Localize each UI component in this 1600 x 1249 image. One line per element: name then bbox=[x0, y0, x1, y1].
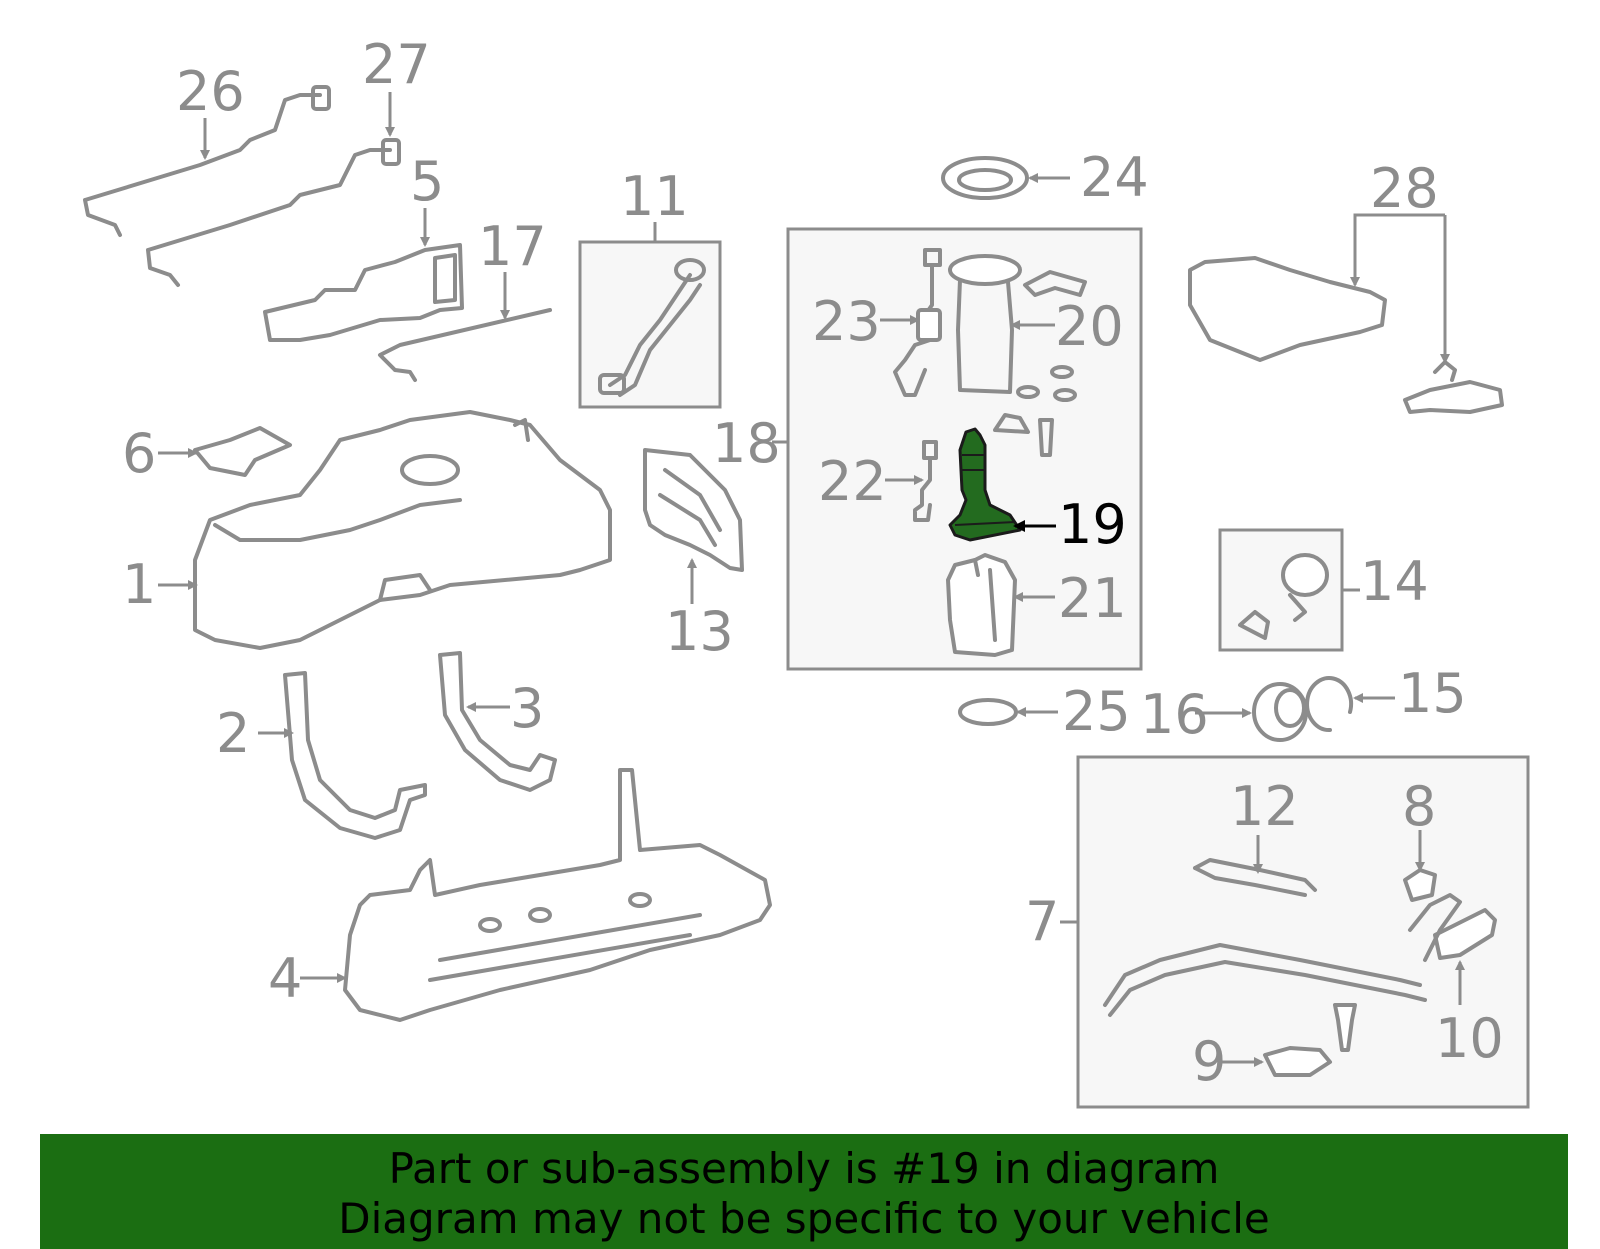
part-6-bracket bbox=[193, 426, 292, 477]
callout-3: 3 bbox=[510, 677, 544, 740]
callout-8: 8 bbox=[1402, 775, 1436, 838]
group-box-11 bbox=[578, 240, 722, 409]
callout-15: 15 bbox=[1398, 662, 1467, 725]
parts-diagram: 26 27 5 17 11 6 1 2 3 4 13 18 24 23 20 2… bbox=[83, 33, 1530, 1109]
callout-20: 20 bbox=[1055, 295, 1124, 358]
callout-12: 12 bbox=[1230, 775, 1299, 838]
callout-27: 27 bbox=[362, 33, 431, 96]
callout-14: 14 bbox=[1360, 550, 1429, 613]
callout-6: 6 bbox=[122, 422, 156, 485]
callout-18: 18 bbox=[712, 412, 781, 475]
group-box-14 bbox=[1218, 528, 1344, 652]
callout-5: 5 bbox=[410, 150, 444, 213]
part-13-shield bbox=[643, 448, 744, 572]
callout-10: 10 bbox=[1435, 1007, 1504, 1070]
callout-13: 13 bbox=[665, 600, 734, 663]
callout-24: 24 bbox=[1080, 146, 1149, 209]
callout-23: 23 bbox=[812, 290, 881, 353]
info-banner: Part or sub-assembly is #19 in diagram D… bbox=[40, 1134, 1568, 1249]
part-28-shield bbox=[1188, 256, 1387, 362]
part-3-strap bbox=[438, 651, 557, 792]
part-20-pump-assembly bbox=[948, 254, 1022, 286]
callout-28: 28 bbox=[1370, 157, 1439, 220]
callout-1: 1 bbox=[122, 553, 156, 616]
banner-line-2: Diagram may not be specific to your vehi… bbox=[338, 1194, 1270, 1243]
part-19-fuel-pump bbox=[948, 427, 1022, 542]
part-27-fuel-line bbox=[146, 148, 392, 287]
part-5-heat-shield bbox=[263, 243, 464, 342]
part-22-harness bbox=[913, 440, 938, 522]
callout-21: 21 bbox=[1058, 567, 1127, 630]
part-7-filler-pipe bbox=[1103, 943, 1427, 1017]
part-28-bracket bbox=[1403, 380, 1504, 414]
callout-11: 11 bbox=[620, 165, 689, 228]
callout-17: 17 bbox=[478, 215, 547, 278]
banner-line-1: Part or sub-assembly is #19 in diagram bbox=[388, 1144, 1220, 1193]
part-10-bracket bbox=[1433, 908, 1497, 960]
part-9-bracket bbox=[1263, 1046, 1332, 1077]
part-15-clip bbox=[1305, 676, 1354, 733]
part-26-fuel-line bbox=[83, 93, 322, 237]
callout-22: 22 bbox=[818, 450, 887, 513]
part-2-strap bbox=[283, 671, 427, 840]
callout-16: 16 bbox=[1140, 683, 1209, 746]
part-17-hose bbox=[378, 308, 552, 382]
callout-9: 9 bbox=[1192, 1030, 1226, 1093]
part-14-cap bbox=[1281, 553, 1329, 597]
part-24-lock-ring bbox=[941, 156, 1029, 200]
callout-19: 19 bbox=[1058, 493, 1127, 556]
part-1-fuel-tank bbox=[193, 410, 612, 650]
callout-26: 26 bbox=[176, 60, 245, 123]
part-bolt bbox=[1333, 1003, 1357, 1052]
part-25-gasket bbox=[958, 698, 1018, 726]
callout-25: 25 bbox=[1062, 680, 1131, 743]
callout-2: 2 bbox=[216, 702, 250, 765]
part-21-filter-case bbox=[946, 553, 1017, 657]
callout-4: 4 bbox=[268, 947, 302, 1010]
callout-7: 7 bbox=[1025, 890, 1059, 953]
